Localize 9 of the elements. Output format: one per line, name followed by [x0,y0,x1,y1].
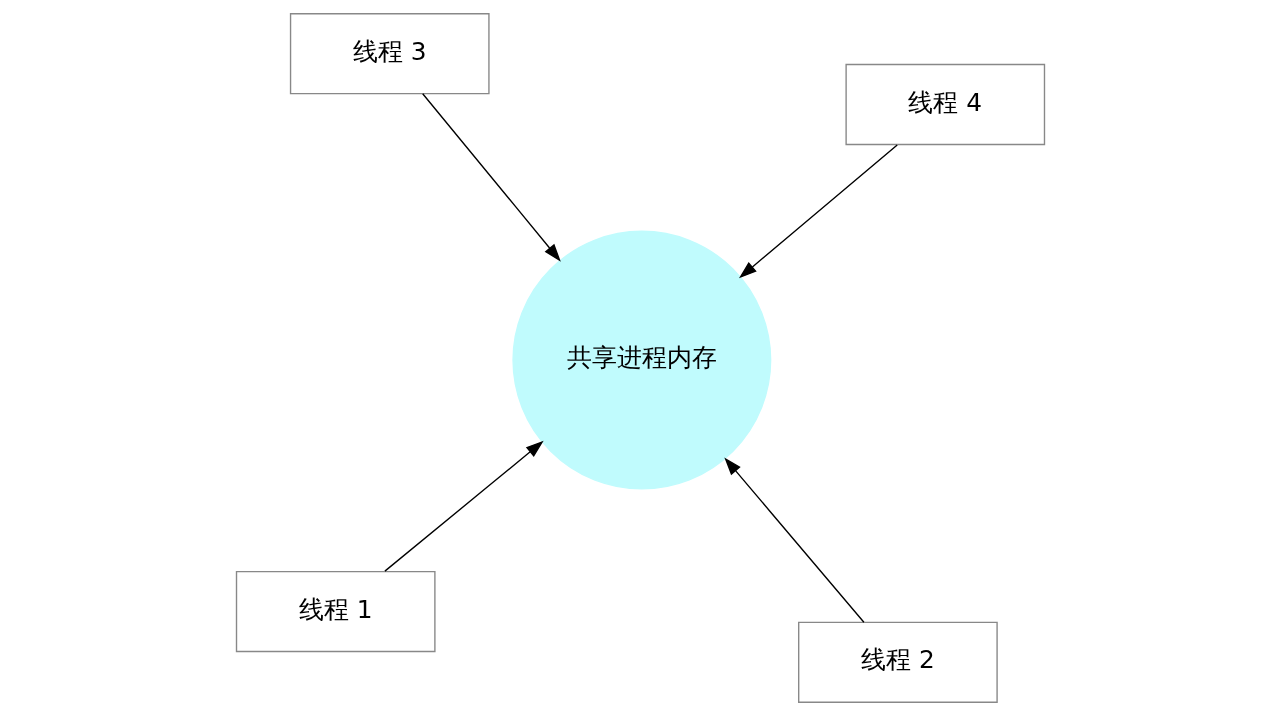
arrow [383,440,544,572]
node-box: 线程 2 [797,621,998,703]
arrow [738,144,898,279]
arrow [421,93,561,262]
node-box: 线程 1 [235,570,436,653]
node-box: 线程 3 [289,13,490,95]
node-box: 线程 4 [844,63,1045,146]
node-circle: 共享进程内存 [511,230,771,490]
arrow [723,457,865,623]
